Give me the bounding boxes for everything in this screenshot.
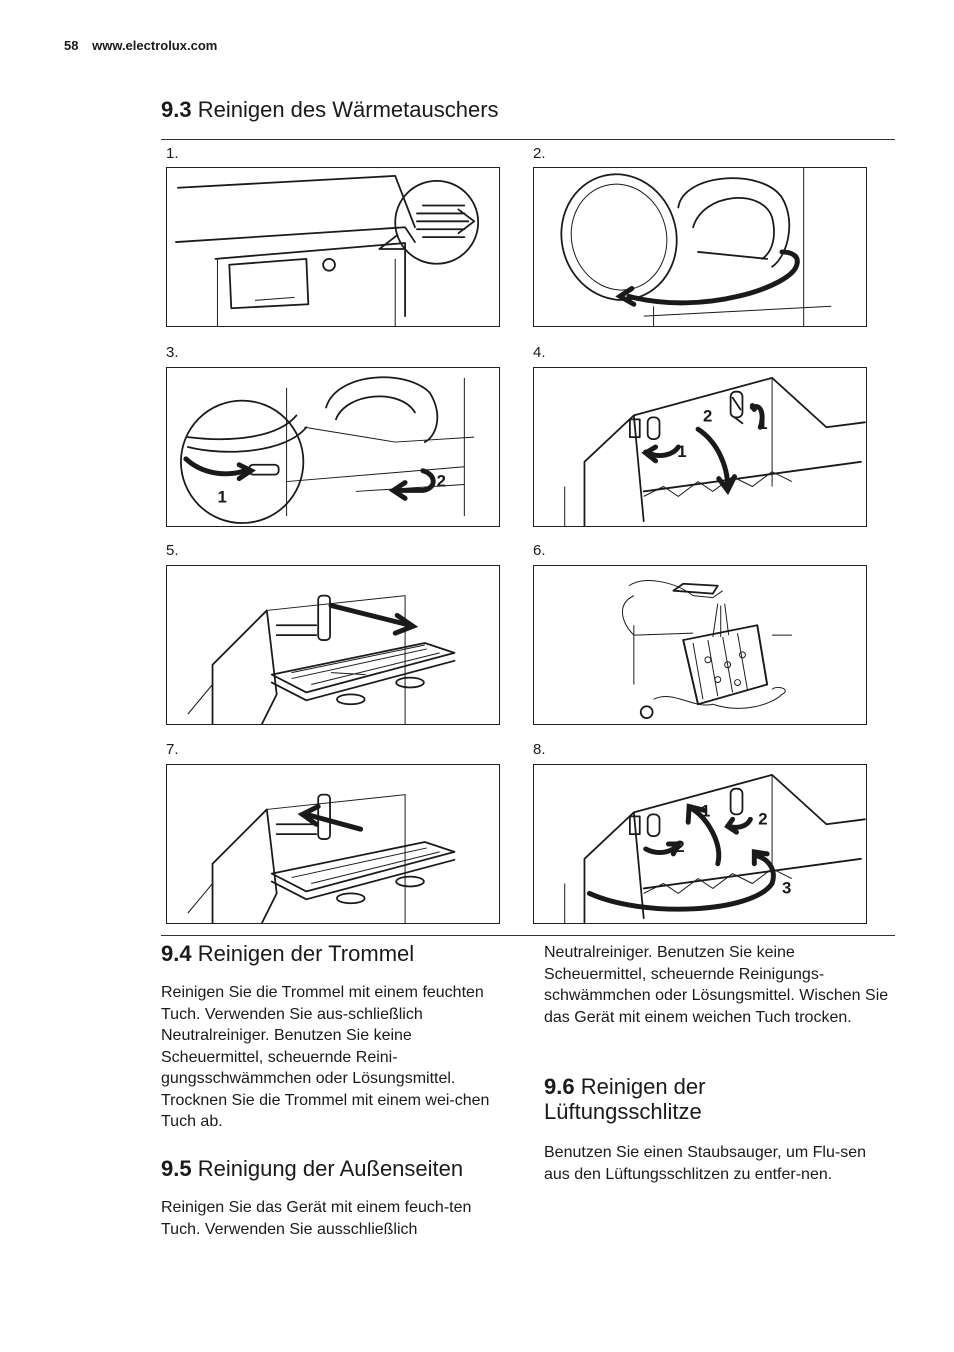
section-rule: [161, 139, 895, 140]
figure-step-4: 2 1 1: [533, 367, 867, 527]
section-title: Reinigen des Wärmetauschers: [197, 97, 499, 122]
step-label-2: 2.: [533, 145, 546, 162]
section-9-5-text-continued: Neutralreiniger. Benutzen Sie keine Sche…: [544, 944, 889, 1026]
close-filter-illustration: 1 2 2 3: [564, 773, 866, 923]
figure-step-2: [533, 167, 867, 327]
header-url: www.electrolux.com: [92, 38, 218, 53]
step-label-7: 7.: [166, 741, 179, 758]
section-number: 9.5: [161, 1156, 192, 1181]
step-label-1: 1.: [166, 145, 179, 162]
dryer-top-panel-illustration: [175, 175, 480, 326]
callout-number: 1: [758, 414, 767, 433]
section-9-5-text: Reinigen Sie das Gerät mit einem feuch-t…: [161, 1199, 472, 1238]
section-number: 9.4: [161, 941, 192, 966]
rinse-filter-illustration: [622, 580, 792, 719]
filter-release-illustration: 1 2: [180, 376, 475, 524]
page-number: 58: [64, 38, 79, 53]
step-label-5: 5.: [166, 542, 179, 559]
section-title-line2: Lüftungsschlitze: [544, 1098, 702, 1124]
step-label-3: 3.: [166, 344, 179, 361]
callout-number: 1: [677, 442, 686, 461]
section-title-line1: Reinigen der: [580, 1074, 706, 1099]
page-header: 58 www.electrolux.com: [64, 38, 217, 53]
callout-number: 2: [675, 837, 684, 856]
callout-number: 1: [701, 801, 710, 820]
section-9-4-text: Reinigen Sie die Trommel mit einem feuch…: [161, 984, 490, 1130]
callout-number: 2: [437, 472, 446, 491]
callout-number: 2: [703, 406, 712, 425]
filter-insert-illustration: [187, 793, 456, 923]
section-9-6-heading: 9.6 Reinigen der Lüftungsschlitze: [544, 1074, 706, 1124]
figure-step-3: 1 2: [166, 367, 500, 527]
section-9-4-heading: 9.4 Reinigen der Trommel: [161, 941, 415, 967]
filter-lines-icon: [416, 204, 476, 239]
section-number: 9.3: [161, 97, 192, 122]
section-number: 9.6: [544, 1074, 575, 1099]
figure-step-6: [533, 565, 867, 725]
section-9-6-text: Benutzen Sie einen Staubsauger, um Flu-s…: [544, 1144, 866, 1183]
figure-step-5: [166, 565, 500, 725]
figure-step-8: 1 2 2 3: [533, 764, 867, 924]
callout-number: 2: [758, 809, 767, 828]
step-label-4: 4.: [533, 344, 546, 361]
section-title: Reinigen der Trommel: [197, 941, 415, 966]
open-door-illustration: [560, 168, 832, 326]
filter-pull-out-illustration: [187, 594, 456, 724]
figure-step-7: [166, 764, 500, 924]
section-title: Reinigung der Außenseiten: [197, 1156, 464, 1181]
step-label-8: 8.: [533, 741, 546, 758]
callout-number: 1: [217, 487, 226, 506]
figure-step-1: [166, 167, 500, 327]
step-label-6: 6.: [533, 542, 546, 559]
callout-number: 3: [782, 878, 791, 897]
section-9-3-heading: 9.3 Reinigen des Wärmetauschers: [161, 97, 499, 123]
section-9-5-heading: 9.5 Reinigung der Außenseiten: [161, 1156, 464, 1182]
filter-latches-illustration: 2 1 1: [564, 376, 866, 526]
section-rule: [161, 935, 895, 936]
